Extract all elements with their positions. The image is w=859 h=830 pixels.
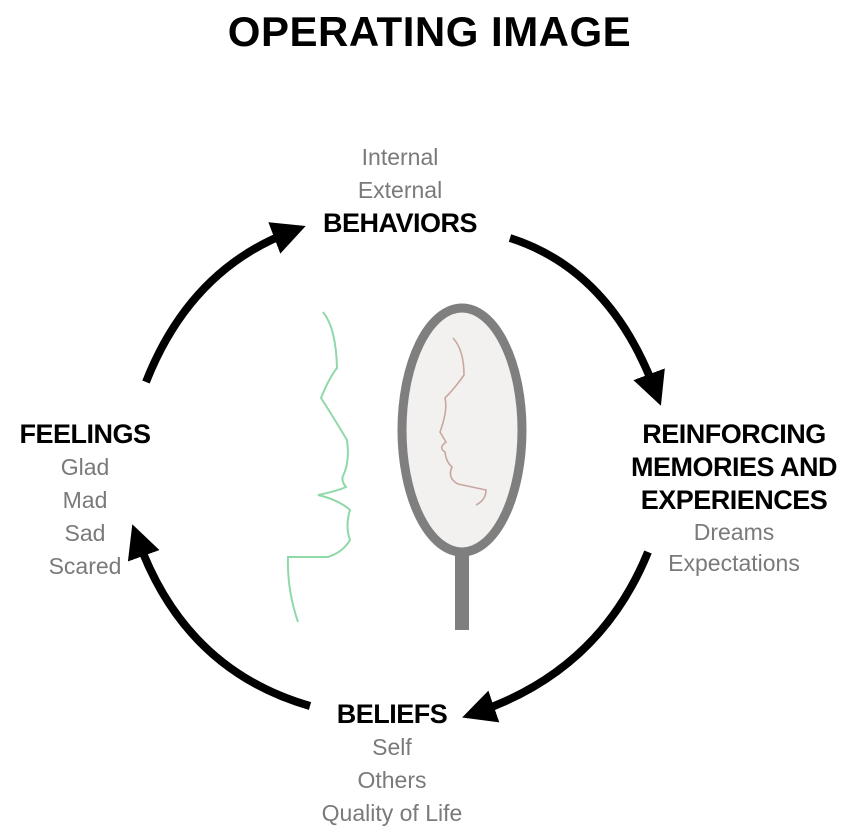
feelings-item: Glad bbox=[60, 454, 110, 480]
node-feelings: FEELINGS Glad Mad Sad Scared bbox=[0, 418, 170, 583]
beliefs-item: Others bbox=[357, 767, 427, 793]
behaviors-item: External bbox=[357, 177, 443, 203]
beliefs-item: Quality of Life bbox=[321, 800, 463, 826]
beliefs-heading: BELIEFS bbox=[336, 699, 448, 729]
arrow-behaviors-to-reinforcing bbox=[508, 234, 665, 406]
mirror-icon bbox=[397, 303, 527, 630]
beliefs-item: Self bbox=[372, 734, 412, 760]
arrow-feelings-to-behaviors bbox=[142, 222, 306, 384]
behaviors-item: Internal bbox=[361, 144, 439, 170]
arrow-beliefs-to-feelings bbox=[127, 524, 312, 710]
feelings-item: Scared bbox=[48, 553, 122, 579]
node-behaviors: Internal External BEHAVIORS bbox=[280, 141, 520, 240]
reinforcing-heading-line: EXPERIENCES bbox=[640, 485, 828, 515]
diagram-title: OPERATING IMAGE bbox=[227, 8, 632, 55]
face-profile-drawing bbox=[286, 311, 352, 623]
reinforcing-item: Expectations bbox=[668, 550, 800, 576]
reinforcing-heading-line: MEMORIES AND bbox=[630, 452, 838, 482]
reinforcing-item: Dreams bbox=[693, 519, 775, 545]
behaviors-heading: BEHAVIORS bbox=[322, 208, 478, 238]
reinforcing-heading-line: REINFORCING bbox=[642, 419, 826, 449]
feelings-item: Sad bbox=[64, 520, 106, 546]
node-beliefs: BELIEFS Self Others Quality of Life bbox=[272, 698, 512, 830]
node-reinforcing: REINFORCING MEMORIES AND EXPERIENCES Dre… bbox=[610, 418, 858, 579]
feelings-item: Mad bbox=[62, 487, 108, 513]
feelings-heading: FEELINGS bbox=[19, 419, 151, 449]
arrow-reinforcing-to-beliefs bbox=[462, 550, 652, 723]
